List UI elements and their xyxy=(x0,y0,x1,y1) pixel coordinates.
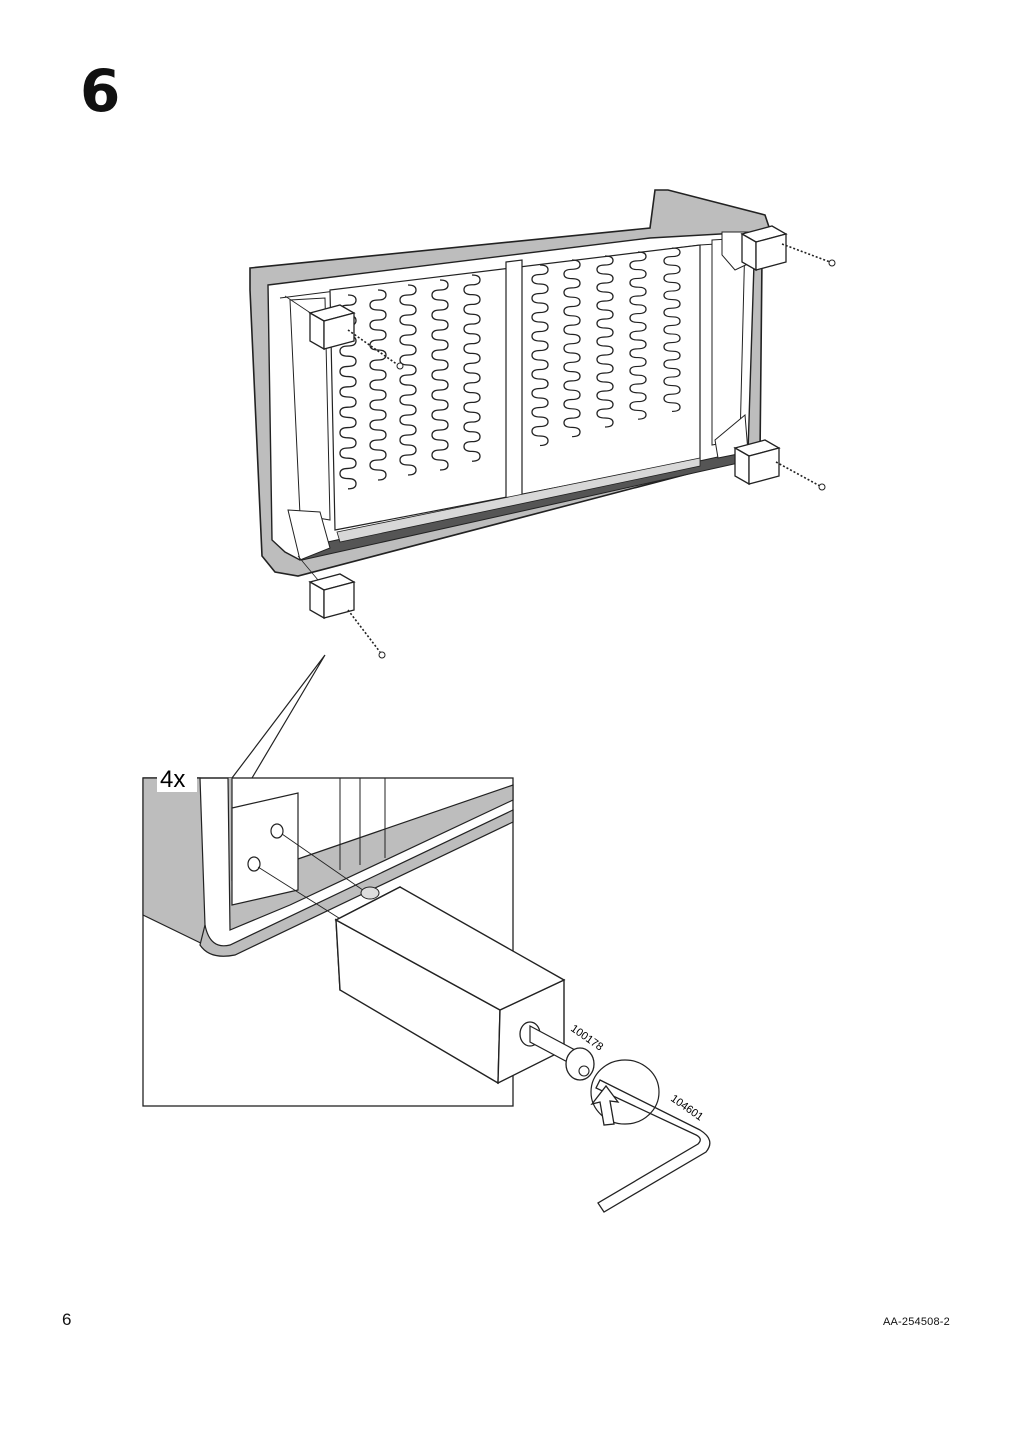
sofa-leg-bottom-right xyxy=(734,439,826,491)
quantity-badge xyxy=(157,766,197,792)
sofa-frame xyxy=(249,189,771,577)
sofa-leg-bottom-left xyxy=(297,555,386,659)
document-code: AA-254508-2 xyxy=(882,1316,950,1328)
detail-inset xyxy=(142,777,595,1107)
sofa-leg-top-left xyxy=(284,295,404,370)
step-number: 6 xyxy=(80,57,121,125)
quantity-label: 4x xyxy=(160,766,185,793)
sofa-leg-top-right xyxy=(741,225,836,271)
page-number: 6 xyxy=(62,1310,72,1329)
callout-pointer xyxy=(231,654,326,779)
allen-key xyxy=(590,1059,711,1213)
